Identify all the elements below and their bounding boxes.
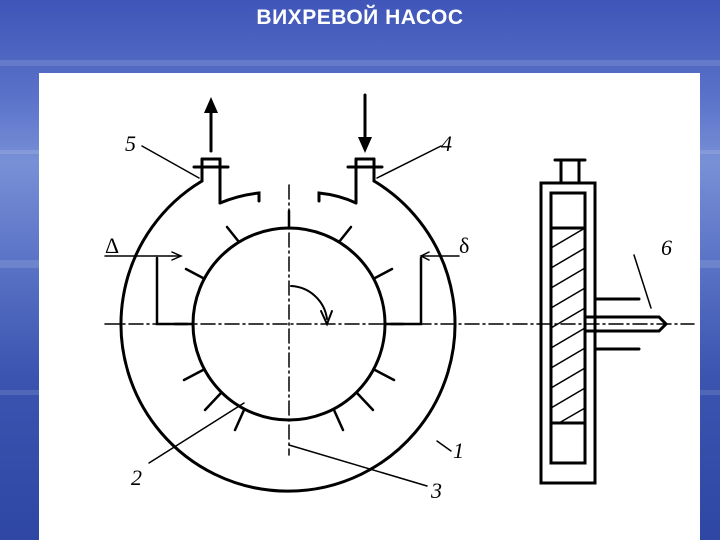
label-4: 4 [441, 131, 452, 156]
label-delta-lower: δ [459, 233, 469, 258]
label-delta-upper: Δ [105, 233, 119, 258]
suction-pipe [354, 165, 376, 205]
vortex-pump-diagram: 5 4 Δ δ 6 1 2 3 [104, 93, 695, 503]
label-6: 6 [661, 235, 672, 260]
impeller-hatching [550, 227, 586, 424]
side-view-casing [539, 158, 641, 485]
label-1: 1 [453, 438, 464, 463]
label-5: 5 [125, 131, 136, 156]
side-view-impeller [549, 191, 587, 465]
discharge-pipe [200, 165, 222, 205]
figure-panel: 5 4 Δ δ 6 1 2 3 [39, 73, 700, 540]
gap-delta-left [155, 256, 189, 326]
label-2: 2 [131, 465, 142, 490]
shaft [583, 315, 669, 333]
label-3: 3 [430, 478, 442, 503]
gap-delta-right [389, 256, 423, 326]
slide-title: ВИХРЕВОЙ НАСОС [256, 6, 464, 29]
channel-partition [218, 191, 358, 205]
rotation-arrow [290, 285, 328, 320]
pump-casing [119, 179, 457, 493]
